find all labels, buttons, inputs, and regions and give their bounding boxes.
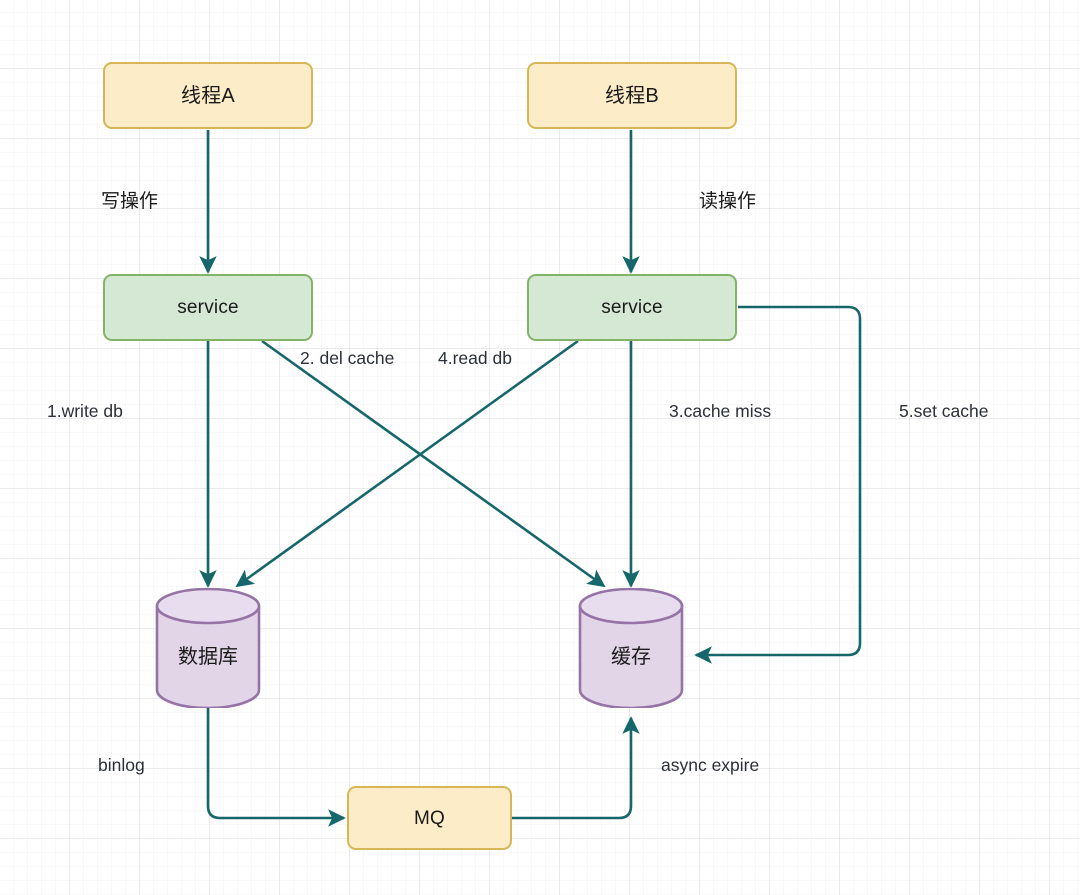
edge-label-async-expire: async expire [661, 755, 760, 775]
node-thread-b-label: 线程B [605, 84, 659, 107]
node-thread-a-label: 线程A [181, 84, 235, 107]
edge-label-read-op: 读操作 [699, 191, 757, 212]
node-thread-b[interactable]: 线程B [527, 62, 737, 129]
edge-label-write-op: 写操作 [101, 191, 159, 212]
node-thread-a[interactable]: 线程A [103, 62, 313, 129]
node-service-b[interactable]: service [527, 274, 737, 341]
edge-label-write-db: 1.write db [47, 401, 123, 421]
edge-label-binlog: binlog [98, 755, 145, 775]
node-mq[interactable]: MQ [347, 786, 512, 850]
node-mq-label: MQ [413, 807, 445, 829]
edge-label-del-cache: 2. del cache [300, 348, 395, 368]
edge-read-db [235, 339, 579, 588]
node-cache[interactable]: 缓存 [578, 587, 684, 710]
node-service-a-label: service [177, 297, 239, 318]
cylinder-top [155, 587, 261, 625]
edge-label-cache-miss: 3.cache miss [669, 401, 772, 421]
edge-async-expire [512, 716, 640, 820]
cylinder-body [578, 604, 684, 710]
edge-label-read-db: 4.read db [438, 348, 512, 368]
node-database[interactable]: 数据库 [155, 587, 261, 710]
edge-label-set-cache: 5.set cache [899, 401, 989, 421]
cylinder-body [155, 604, 261, 710]
edge-binlog [206, 708, 346, 827]
node-service-a[interactable]: service [103, 274, 313, 341]
node-service-b-label: service [601, 297, 663, 318]
edge-del-cache [261, 339, 606, 588]
edge-set-cache [694, 305, 862, 664]
cylinder-top [578, 587, 684, 625]
